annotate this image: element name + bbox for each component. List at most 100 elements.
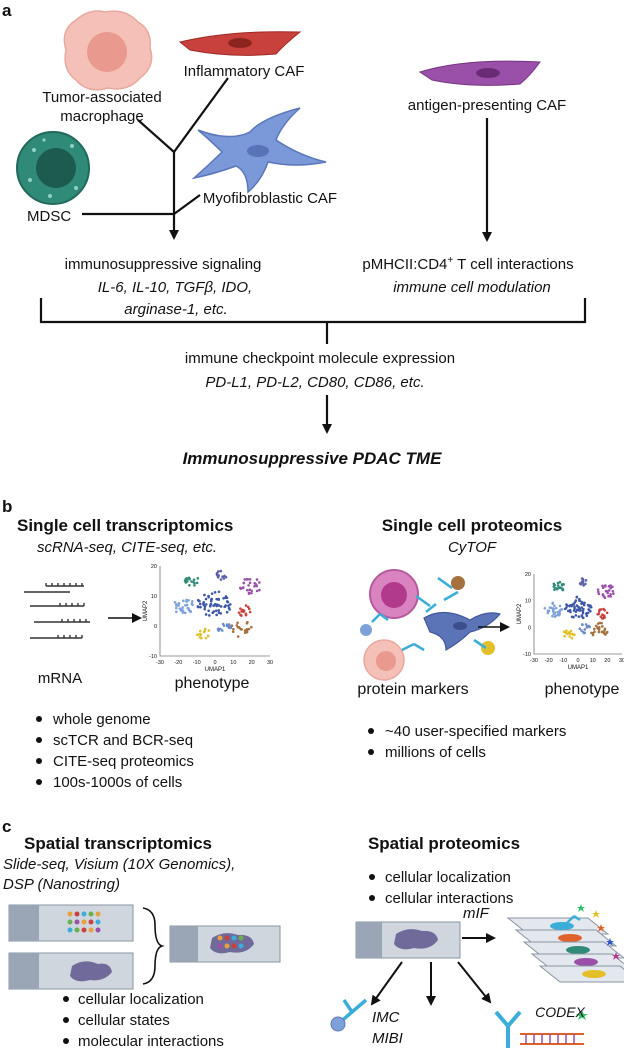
- umap-point: [187, 576, 191, 580]
- umap-point: [594, 624, 598, 628]
- tam-label-line1: Tumor-associated: [42, 89, 162, 106]
- phenotype-label-right: phenotype: [545, 681, 620, 698]
- umap-point: [193, 584, 196, 587]
- umap-point: [582, 584, 585, 587]
- umap-point: [204, 603, 208, 606]
- umap-point: [195, 581, 199, 585]
- umap-point: [236, 635, 240, 638]
- umap-point: [242, 609, 245, 613]
- umap-point: [188, 583, 191, 587]
- umap-point: [221, 575, 224, 579]
- umap-point: [543, 606, 547, 610]
- umap-point: [219, 612, 223, 615]
- macrophage-icon: [63, 10, 153, 91]
- umap-point: [187, 608, 191, 612]
- umap-point: [246, 577, 250, 581]
- umap-point: [547, 609, 551, 613]
- pmhc-subtitle: immune cell modulation: [393, 279, 551, 296]
- umap-point: [214, 609, 218, 613]
- umap-point: [558, 604, 562, 608]
- umap-point: [202, 630, 206, 634]
- codex-label: CODEX: [535, 1004, 585, 1020]
- umap-point: [571, 632, 574, 636]
- umap-point: [599, 608, 603, 611]
- immuno-signal-examples-1: IL-6, IL-10, TGFβ, IDO,: [98, 279, 252, 296]
- umap-point: [201, 602, 205, 605]
- umap-point: [551, 601, 555, 605]
- umap-point: [553, 615, 557, 618]
- umap-point: [603, 616, 607, 619]
- umap-point: [248, 581, 252, 585]
- umap-point: [556, 610, 559, 614]
- mif-label: mIF: [463, 905, 490, 922]
- st-bullet-list: cellular localization cellular states mo…: [63, 991, 224, 1050]
- umap-x-tick: -20: [174, 660, 182, 666]
- umap-point: [611, 585, 614, 589]
- combine-brace: [142, 907, 165, 985]
- panel-c-letter: c: [2, 817, 11, 836]
- umap-point: [576, 608, 580, 612]
- umap-point: [196, 577, 200, 580]
- mrna-strands-icon: [24, 583, 90, 639]
- umap-point: [559, 608, 562, 612]
- combined-slide-icon: [169, 925, 281, 963]
- umap-axes: [159, 566, 270, 657]
- umap-point: [217, 597, 220, 601]
- outcome-label: Immunosuppressive PDAC TME: [183, 449, 442, 468]
- umap-point: [601, 625, 604, 628]
- umap-point: [213, 591, 217, 594]
- mibi-label: MIBI: [372, 1030, 403, 1047]
- scp-bullet-list: ~40 user-specified markers millions of c…: [368, 723, 566, 761]
- umap-point: [239, 607, 242, 610]
- visium-slide-icon: [8, 904, 134, 942]
- umap-point: [187, 599, 190, 602]
- umap-point: [558, 586, 562, 589]
- umap-y-tick: 0: [154, 624, 157, 630]
- umap-point: [173, 601, 177, 604]
- bracket-line: [39, 298, 587, 324]
- umap-point: [191, 600, 194, 603]
- umap-point: [578, 627, 582, 630]
- umap-point: [186, 606, 190, 610]
- umap-point: [574, 610, 578, 614]
- umap-point: [195, 633, 199, 637]
- umap-point: [603, 596, 607, 600]
- umap-point: [585, 626, 589, 629]
- st-subtitle-2: DSP (Nanostring): [3, 876, 120, 893]
- umap-point: [209, 603, 212, 607]
- panel-a-letter: a: [2, 1, 12, 20]
- umap-point: [215, 597, 218, 601]
- umap-point: [609, 592, 612, 596]
- umap-point: [611, 589, 615, 593]
- umap-point: [583, 628, 587, 631]
- umap-point: [573, 607, 576, 610]
- umap-point: [568, 635, 572, 638]
- umap-point: [245, 588, 249, 592]
- umap-point: [258, 581, 261, 584]
- umap-point: [248, 578, 252, 581]
- umap-x-tick: 30: [619, 658, 624, 664]
- st-bullet-3: molecular interactions: [78, 1033, 224, 1050]
- umap-point: [568, 608, 572, 612]
- umap-x-tick: -10: [559, 658, 567, 664]
- umap-point: [207, 595, 210, 599]
- umap-point: [574, 599, 578, 602]
- umap-point: [581, 582, 584, 585]
- umap-point: [607, 594, 610, 598]
- umap-point: [244, 613, 248, 617]
- umap-point: [555, 587, 559, 591]
- umap-point: [192, 578, 196, 582]
- umap-point: [203, 607, 207, 611]
- umap-point: [583, 631, 586, 635]
- tissue-slide-proteomics-icon: [355, 921, 461, 959]
- umap-point: [247, 592, 251, 595]
- sp-bullet-list: cellular localization cellular interacti…: [369, 869, 513, 907]
- imc-arrow: [370, 961, 403, 1006]
- umap-y-tick: 10: [525, 599, 531, 605]
- umap-point: [609, 595, 613, 598]
- umap-point: [587, 608, 590, 611]
- protein-label: protein markers: [357, 681, 468, 698]
- umap-point: [237, 611, 241, 614]
- umap-point: [186, 580, 189, 583]
- umap-point: [248, 588, 252, 592]
